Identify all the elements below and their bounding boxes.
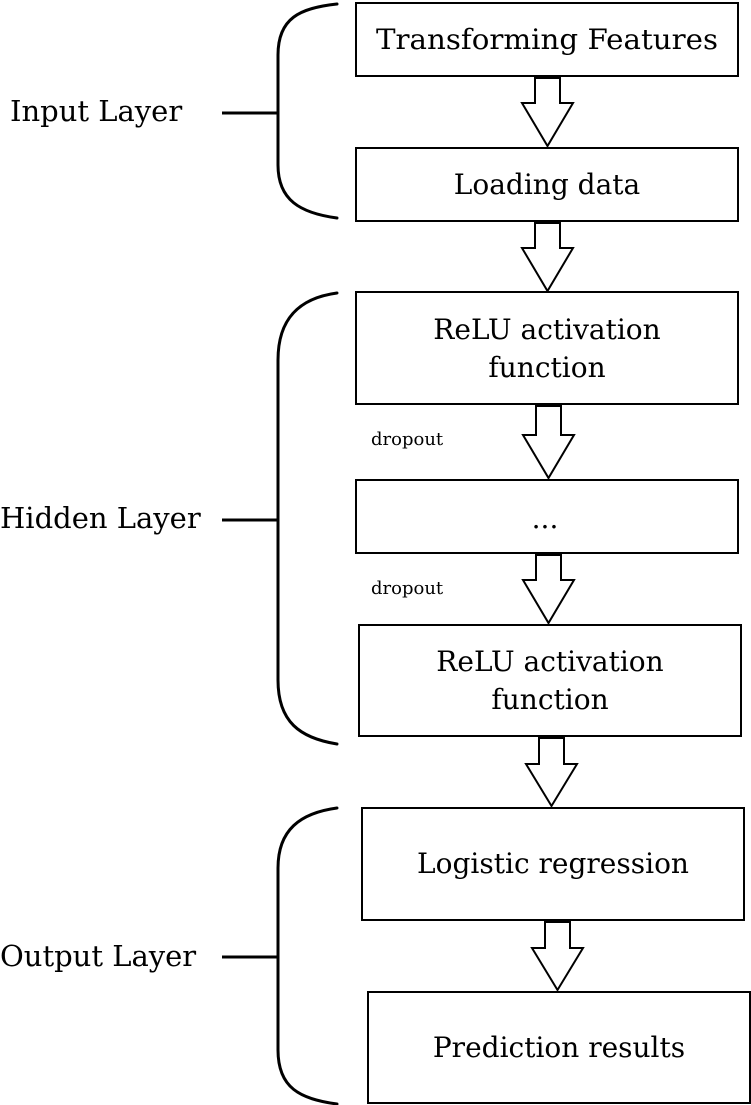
ellipsis-box: ...: [355, 479, 739, 554]
hidden-layer-bracket: [222, 291, 339, 746]
loading-data-box: Loading data: [355, 147, 739, 222]
output-layer-bracket: [222, 806, 339, 1105]
down-arrow-2: [520, 222, 575, 293]
down-arrow-4: [521, 554, 576, 625]
prediction-results-box: Prediction results: [367, 991, 751, 1104]
input-layer-label: Input Layer: [10, 94, 182, 128]
relu-activation-text-2-line2: function: [491, 683, 608, 716]
relu-activation-box-2: ReLU activation function: [358, 624, 742, 737]
hidden-layer-label: Hidden Layer: [0, 501, 201, 535]
ellipsis-text: ...: [532, 502, 559, 535]
dropout-label-1: dropout: [371, 429, 444, 450]
down-arrow-6: [530, 921, 585, 992]
prediction-results-text: Prediction results: [433, 1031, 685, 1064]
relu-activation-text-1-line1: ReLU activation: [433, 313, 660, 346]
down-arrow-5: [524, 737, 579, 808]
logistic-regression-box: Logistic regression: [361, 807, 745, 921]
dropout-label-2: dropout: [371, 578, 444, 599]
loading-data-text: Loading data: [454, 168, 640, 201]
output-layer-label: Output Layer: [0, 939, 196, 973]
transforming-features-box: Transforming Features: [355, 2, 739, 77]
logistic-regression-text: Logistic regression: [417, 847, 689, 880]
relu-activation-text-1-line2: function: [488, 351, 605, 384]
down-arrow-1: [520, 77, 575, 148]
down-arrow-3: [521, 405, 576, 480]
relu-activation-text-2-line1: ReLU activation: [436, 645, 663, 678]
relu-activation-box-1: ReLU activation function: [355, 291, 739, 405]
input-layer-bracket: [222, 2, 339, 220]
transforming-features-text: Transforming Features: [376, 23, 718, 56]
